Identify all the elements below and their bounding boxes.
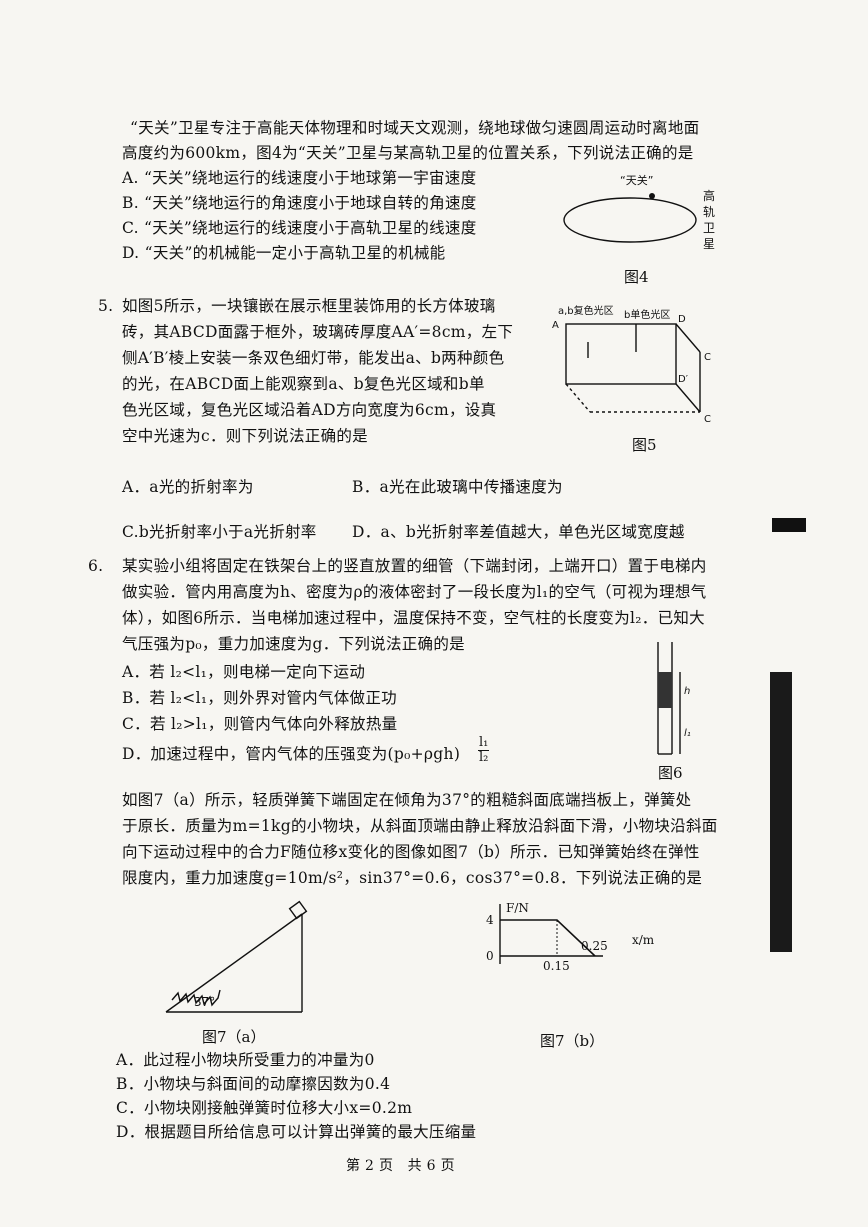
- q5-option-a: A．a光的折射率为: [122, 478, 254, 496]
- fig7b-x-axis-label: x/m: [632, 933, 655, 947]
- q5-stem-line5: 色光区域，复色光区域沿着AD方向宽度为6cm，设真: [122, 401, 497, 419]
- fig4-label-tianguan: “天关”: [620, 173, 653, 187]
- q5-stem-line3: 侧A′B′棱上安装一条双色细灯带，能发出a、b两种颜色: [122, 349, 505, 367]
- figure-6-tube: h l₁: [657, 642, 691, 755]
- q5-stem-line6: 空中光速为c．则下列说法正确的是: [122, 427, 368, 445]
- fig5-letter-c: C: [704, 352, 711, 363]
- fig5-label-b-region: b单色光区: [624, 308, 670, 321]
- page-footer: 第 2 页 共 6 页: [346, 1158, 455, 1174]
- q7-option-d: D．根据题目所给信息可以计算出弹簧的最大压缩量: [116, 1123, 477, 1141]
- fig7a-caption: 图7（a）: [202, 1028, 266, 1046]
- q4-stem-line2: 高度约为600km，图4为“天关”卫星与某高轨卫星的位置关系，下列说法正确的是: [122, 144, 694, 162]
- tianguan-orbit: [563, 197, 697, 243]
- q6-option-d-fraction: l₁ l₂: [478, 735, 490, 765]
- q4-option-a: A. “天关”绕地运行的线速度小于地球第一宇宙速度: [122, 169, 477, 187]
- q6-stem-line3: 体），如图6所示．当电梯加速过程中，温度保持不变，空气柱的长度变为l₂．已知大: [122, 609, 705, 627]
- fig4-label-high-orbit: 高轨卫星: [703, 189, 716, 251]
- fig5-caption: 图5: [632, 436, 657, 454]
- fraction-numerator: l₁: [478, 735, 490, 751]
- q6-option-b: B．若 l₂<l₁，则外界对管内气体做正功: [122, 689, 397, 707]
- fig7b-x-tick-025: 0.25: [581, 939, 608, 953]
- q6-stem-line1: 某实验小组将固定在铁架台上的竖直放置的细管（下端封闭，上端开口）置于电梯内: [122, 557, 707, 575]
- fig7b-x-tick-015: 0.15: [543, 959, 570, 973]
- figure-7b-force-displacement-chart: F/N x/m 4 0 0.15 0.25: [486, 901, 655, 973]
- fig6-label-l1: l₁: [684, 728, 691, 739]
- fig5-front-face: [565, 323, 677, 385]
- q6-option-a: A．若 l₂<l₁，则电梯一定向下运动: [122, 663, 366, 681]
- fig7a-slope: [165, 913, 303, 1013]
- q5-stem-line1: 如图5所示，一块镶嵌在展示框里装饰用的长方体玻璃: [122, 297, 496, 315]
- q7-stem-line2: 于原长．质量为m=1kg的小物块，从斜面顶端由静止释放沿斜面下滑，小物块沿斜面: [122, 817, 718, 835]
- fig5-letter-d-prime: D′: [678, 374, 689, 385]
- q6-stem-line2: 做实验．管内用高度为h、密度为ρ的液体密封了一段长度为l₁的空气（可视为理想气: [122, 583, 707, 601]
- fraction-denominator: l₂: [479, 750, 489, 765]
- q4-option-b: B. “天关”绕地运行的角速度小于地球自转的角速度: [122, 194, 477, 212]
- q5-option-b: B．a光在此玻璃中传播速度为: [352, 478, 563, 496]
- fig7b-caption: 图7（b）: [540, 1032, 605, 1050]
- q6-stem-line4: 气压强为p₀，重力加速度为g．下列说法正确的是: [122, 635, 465, 653]
- fig5-letter-c-prime: C: [704, 414, 711, 425]
- fig5-letter-a: A: [552, 320, 559, 331]
- q7-option-b: B．小物块与斜面间的动摩擦因数为0.4: [116, 1075, 391, 1093]
- q4-stem-line1: “天关”卫星专注于高能天体物理和时域天文观测，绕地球做匀速圆周运动时离地面: [130, 119, 700, 137]
- fig5-letter-d: D: [678, 314, 686, 325]
- q5-option-c: C.b光折射率小于a光折射率: [122, 523, 317, 541]
- fig6-caption: 图6: [658, 764, 683, 782]
- q6-number: 6.: [88, 557, 104, 575]
- q7-stem-line4: 限度内，重力加速度g=10m/s²，sin37°=0.6，cos37°=0.8．…: [122, 869, 703, 887]
- q5-option-d: D．a、b光折射率差值越大，单色光区域宽度越: [352, 523, 685, 541]
- q5-stem-line2: 砖，其ABCD面露于框外，玻璃砖厚度AA′=8cm，左下: [122, 323, 514, 341]
- tianguan-satellite: [649, 193, 655, 199]
- fig7a-spring: [171, 989, 221, 1007]
- q6-option-d: D．加速过程中，管内气体的压强变为(p₀+ρgh): [122, 745, 461, 763]
- fig6-liquid-column: [658, 672, 672, 708]
- q7-option-a: A．此过程小物块所受重力的冲量为0: [116, 1051, 375, 1069]
- fig7a-angle-label: 37°: [194, 995, 215, 1009]
- fig7a-block: [288, 900, 308, 920]
- figure-4-orbit: “天关”: [563, 173, 697, 243]
- scan-edge-shadow: [770, 672, 792, 952]
- fig7b-y-axis-label: F/N: [506, 901, 529, 915]
- q7-stem-line1: 如图7（a）所示，轻质弹簧下端固定在倾角为37°的粗糙斜面底端挡板上，弹簧处: [122, 791, 692, 809]
- figure-7a-incline: 37°: [165, 900, 308, 1013]
- q5-number: 5.: [98, 297, 114, 315]
- q4-option-c: C. “天关”绕地运行的线速度小于高轨卫星的线速度: [122, 219, 477, 237]
- q5-stem-line4: 的光，在ABCD面上能观察到a、b复色光区域和b单: [122, 375, 485, 393]
- scan-edge-mark: [772, 518, 806, 532]
- figure-5-glass-brick: a,b复色光区 b单色光区 A D C D′ C: [552, 304, 711, 425]
- fig7b-y-tick-0: 0: [486, 949, 494, 963]
- fig5-label-ab-region: a,b复色光区: [558, 304, 614, 317]
- fig7b-y-tick-4: 4: [486, 913, 494, 927]
- q7-option-c: C．小物块刚接触弹簧时位移大小x=0.2m: [116, 1099, 413, 1117]
- q7-stem-line3: 向下运动过程中的合力F随位移x变化的图像如图7（b）所示．已知弹簧始终在弹性: [122, 843, 700, 861]
- q4-option-d: D. “天关”的机械能一定小于高轨卫星的机械能: [122, 244, 446, 262]
- fig6-label-h: h: [684, 686, 690, 697]
- fig4-caption: 图4: [624, 268, 649, 286]
- q6-option-c: C．若 l₂>l₁，则管内气体向外释放热量: [122, 715, 398, 733]
